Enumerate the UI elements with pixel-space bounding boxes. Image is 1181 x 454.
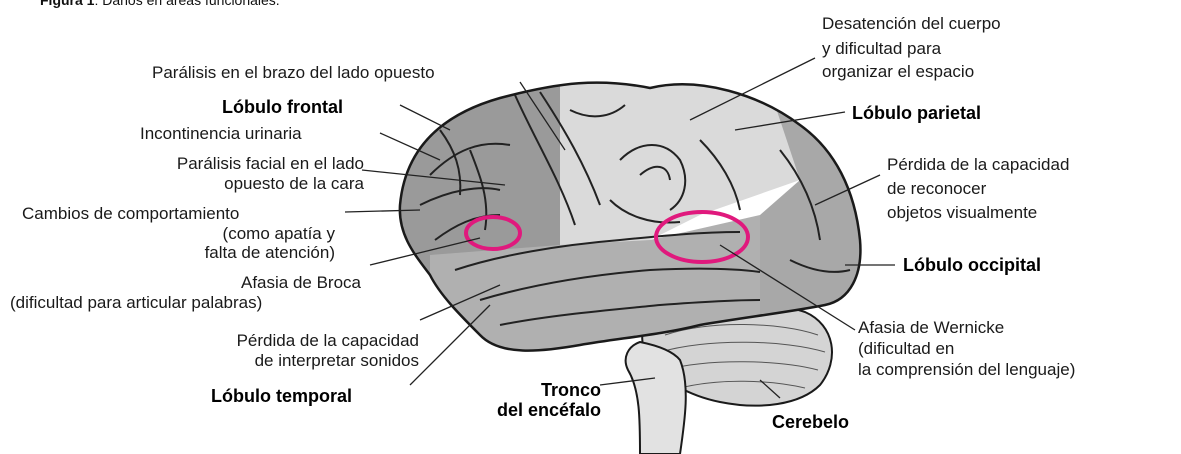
figure-caption: Figura 1: Daños en áreas funcionales. bbox=[40, 0, 280, 8]
label-paralisis-facial-1: Parálisis facial en el lado bbox=[177, 154, 364, 174]
label-cambios-3: falta de atención) bbox=[205, 243, 335, 263]
figure-caption-text: : Daños en áreas funcionales. bbox=[94, 0, 279, 8]
label-objetos-2: de reconocer bbox=[887, 179, 986, 199]
label-lobulo-temporal: Lóbulo temporal bbox=[211, 386, 352, 406]
label-desatencion-3: organizar el espacio bbox=[822, 62, 974, 82]
label-cambios-1: Cambios de comportamiento bbox=[22, 204, 239, 224]
label-cerebelo: Cerebelo bbox=[772, 412, 849, 432]
label-cambios-2: (como apatía y bbox=[223, 224, 335, 244]
occipital-lobe-region bbox=[760, 60, 900, 330]
figure-number: Figura 1 bbox=[40, 0, 94, 8]
label-wernicke-2: (dificultad en bbox=[858, 339, 954, 359]
label-broca-1: Afasia de Broca bbox=[241, 273, 361, 293]
label-incontinencia: Incontinencia urinaria bbox=[140, 124, 302, 144]
label-wernicke-3: la comprensión del lenguaje) bbox=[858, 360, 1075, 380]
label-lobulo-parietal: Lóbulo parietal bbox=[852, 103, 981, 123]
label-sonidos-2: de interpretar sonidos bbox=[255, 351, 419, 371]
brainstem-shape bbox=[626, 342, 686, 454]
label-tronco-1: Tronco bbox=[541, 380, 601, 400]
label-objetos-3: objetos visualmente bbox=[887, 203, 1037, 223]
label-desatencion-1: Desatención del cuerpo bbox=[822, 14, 1001, 34]
label-lobulo-frontal: Lóbulo frontal bbox=[222, 97, 343, 117]
label-wernicke-1: Afasia de Wernicke bbox=[858, 318, 1004, 338]
label-paralisis-facial-2: opuesto de la cara bbox=[224, 174, 364, 194]
label-paralisis-brazo: Parálisis en el brazo del lado opuesto bbox=[152, 63, 435, 83]
label-sonidos-1: Pérdida de la capacidad bbox=[237, 331, 419, 351]
label-objetos-1: Pérdida de la capacidad bbox=[887, 155, 1069, 175]
label-desatencion-2: y dificultad para bbox=[822, 39, 941, 59]
label-broca-2: (dificultad para articular palabras) bbox=[10, 293, 262, 313]
label-tronco-2: del encéfalo bbox=[497, 400, 601, 420]
label-lobulo-occipital: Lóbulo occipital bbox=[903, 255, 1041, 275]
